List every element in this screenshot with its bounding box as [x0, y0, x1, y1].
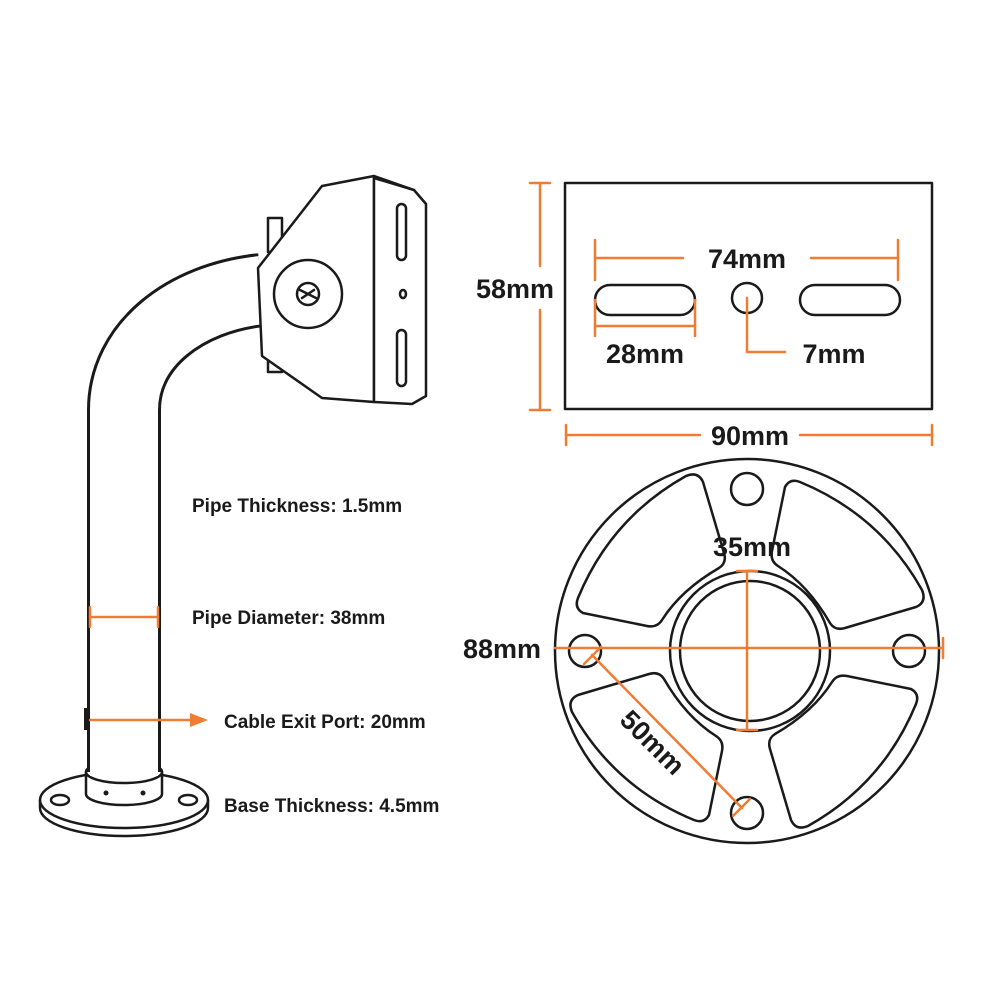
flange-window	[770, 479, 925, 631]
base-thickness-label: Base Thickness: 4.5mm	[224, 796, 439, 817]
mounting-plate	[563, 181, 934, 411]
bracket-pipe	[84, 253, 267, 776]
slot-length-dimension	[593, 298, 697, 338]
plate-height-dimension	[528, 181, 552, 412]
left-slot	[593, 283, 697, 317]
pipe-thickness-label: Pipe Thickness: 1.5mm	[192, 496, 402, 517]
hole-diameter-label: 7mm	[802, 339, 865, 369]
pipe-diameter-label: Pipe Diameter: 38mm	[192, 608, 385, 629]
plate-hole-spacing-dimension	[593, 238, 900, 282]
plate-width-label: 90mm	[711, 421, 789, 451]
inner-diameter-label: 35mm	[713, 532, 791, 562]
bracket-head	[256, 174, 428, 406]
outer-diameter-dimension	[553, 636, 945, 660]
plate-height-label: 58mm	[476, 274, 554, 304]
plate-hole-spacing-label: 74mm	[708, 244, 786, 274]
flange-hole-left	[567, 633, 603, 669]
bracket-drawing	[38, 174, 428, 838]
flange-hole-top	[729, 471, 765, 507]
hole-diameter-dimension	[745, 296, 787, 354]
flange-tube-inner	[678, 579, 822, 723]
flange-hole-right	[891, 633, 927, 669]
inner-diameter-dimension	[735, 569, 759, 732]
pipe-diameter-marker	[88, 605, 160, 629]
slot-length-label: 28mm	[606, 339, 684, 369]
cable-exit-label: Cable Exit Port: 20mm	[224, 712, 426, 733]
right-slot	[798, 283, 902, 317]
hole-spacing-dimension	[582, 645, 752, 818]
cable-exit-arrow	[88, 713, 208, 727]
outer-diameter-label: 88mm	[463, 634, 541, 664]
plate-width-dimension	[564, 423, 934, 447]
